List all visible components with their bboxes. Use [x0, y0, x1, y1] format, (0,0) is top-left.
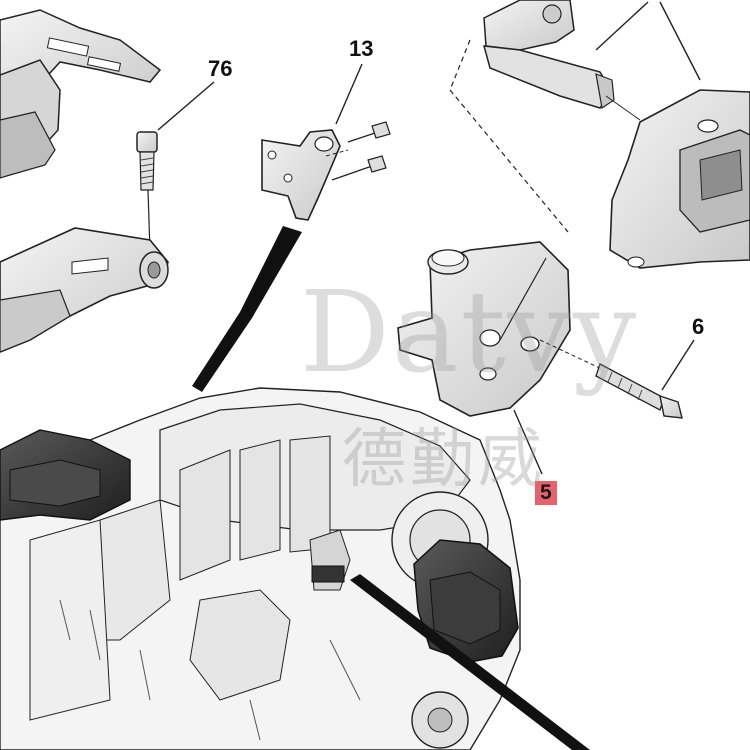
placement-arrow-lower	[350, 574, 590, 750]
top-left-bracket	[0, 9, 162, 179]
engine-mount-upper	[449, 0, 701, 233]
left-mount-plate	[0, 227, 169, 353]
mount-housing-right	[609, 89, 750, 269]
engine-mount-5	[397, 241, 571, 475]
watermark-cjk: 德勤威	[342, 423, 546, 497]
watermark-latin: Datvy	[300, 268, 639, 398]
placement-arrow-13	[192, 226, 302, 392]
bolt-76	[136, 81, 215, 253]
bracket-13	[261, 63, 391, 221]
dark-left-mount	[0, 429, 131, 521]
callout-6: 6	[692, 314, 705, 339]
bolt-6	[539, 339, 695, 419]
dark-right-mount	[311, 539, 519, 663]
callout-76: 76	[208, 56, 233, 81]
callout-13: 13	[349, 36, 374, 61]
callout-5-highlighted: 5	[535, 481, 557, 505]
